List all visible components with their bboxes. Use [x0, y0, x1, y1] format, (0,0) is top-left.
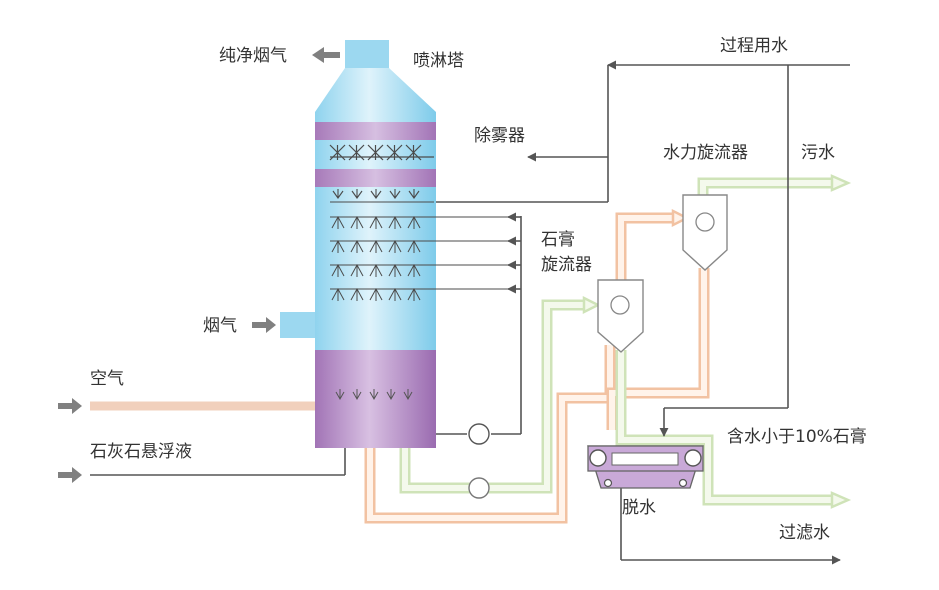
- spray-nozzle: [369, 239, 383, 253]
- gypsum-slurry-pipes: [364, 212, 710, 524]
- recirculation-pump: [468, 423, 490, 445]
- spray-nozzle: [388, 263, 402, 277]
- label-clean-flue-gas: 纯净烟气: [219, 46, 287, 66]
- hydrocyclone-feed-arrowhead: [671, 208, 690, 228]
- spray-nozzle: [407, 215, 421, 229]
- label-limestone-slurry: 石灰石悬浮液: [90, 442, 192, 462]
- label-hydrocyclone: 水力旋流器: [663, 143, 748, 163]
- belt-filter-dewatering: [587, 445, 704, 489]
- tower-body-lower: [315, 350, 436, 448]
- spray-nozzle: [369, 263, 383, 277]
- spray-nozzle: [388, 287, 402, 301]
- spray-nozzle: [388, 239, 402, 253]
- flue-gas-inlet-arrow: [252, 317, 276, 333]
- limestone-inlet-arrow: [58, 467, 82, 483]
- spray-nozzle: [331, 287, 345, 301]
- spray-nozzle: [350, 263, 364, 277]
- spray-nozzle: [388, 215, 402, 229]
- label-gypsum-cyclone-2: 旋流器: [541, 255, 592, 275]
- spray-headers: [330, 216, 508, 290]
- filtered-water-arrowhead: [830, 491, 852, 509]
- demister-wash-nozzles: [330, 189, 434, 203]
- gypsum-slurry-pump: [468, 477, 490, 499]
- slurry-pipes: [399, 177, 835, 506]
- label-gypsum-cyclone-1: 石膏: [541, 229, 575, 250]
- hydrocyclone-eye: [695, 212, 715, 232]
- gypsum-cyclone: [597, 279, 644, 353]
- label-process-water: 过程用水: [720, 36, 788, 56]
- spray-nozzle: [331, 263, 345, 277]
- label-flue-gas: 烟气: [203, 316, 237, 336]
- label-demister: 除雾器: [474, 126, 525, 146]
- spray-nozzle: [331, 239, 345, 253]
- flue-gas-inlet: [280, 312, 315, 338]
- spray-nozzles: [331, 215, 421, 301]
- spray-nozzle: [350, 287, 364, 301]
- tower-stack: [345, 40, 389, 68]
- label-gypsum-product: 含水小于10%石膏: [727, 426, 867, 447]
- demister-band-2: [315, 169, 436, 187]
- process-water-lines: [90, 60, 850, 565]
- air-sparger-marks: [335, 389, 413, 401]
- label-spray-tower: 喷淋塔: [413, 51, 464, 71]
- spray-nozzle: [350, 215, 364, 229]
- spray-nozzle: [407, 263, 421, 277]
- label-dewatering: 脱水: [622, 498, 656, 518]
- wastewater-arrowhead: [830, 174, 852, 192]
- label-wastewater: 污水: [801, 143, 835, 163]
- gypsum-cyclone-eye: [610, 295, 630, 315]
- demister-elements: [329, 144, 434, 161]
- hydrocyclone: [682, 194, 728, 271]
- demister-band-1: [315, 122, 436, 140]
- label-air: 空气: [90, 369, 124, 389]
- spray-nozzle: [407, 239, 421, 253]
- spray-nozzle: [331, 215, 345, 229]
- clean-gas-outlet-arrow: [312, 47, 340, 63]
- spray-nozzle: [369, 215, 383, 229]
- tower-cone: [315, 68, 436, 123]
- air-inlet-arrow: [58, 398, 82, 414]
- spray-nozzle: [369, 287, 383, 301]
- spray-nozzle: [407, 287, 421, 301]
- cyclone-feed-arrowhead: [582, 295, 601, 315]
- spray-nozzle: [350, 239, 364, 253]
- label-filtered-water: 过滤水: [779, 523, 830, 543]
